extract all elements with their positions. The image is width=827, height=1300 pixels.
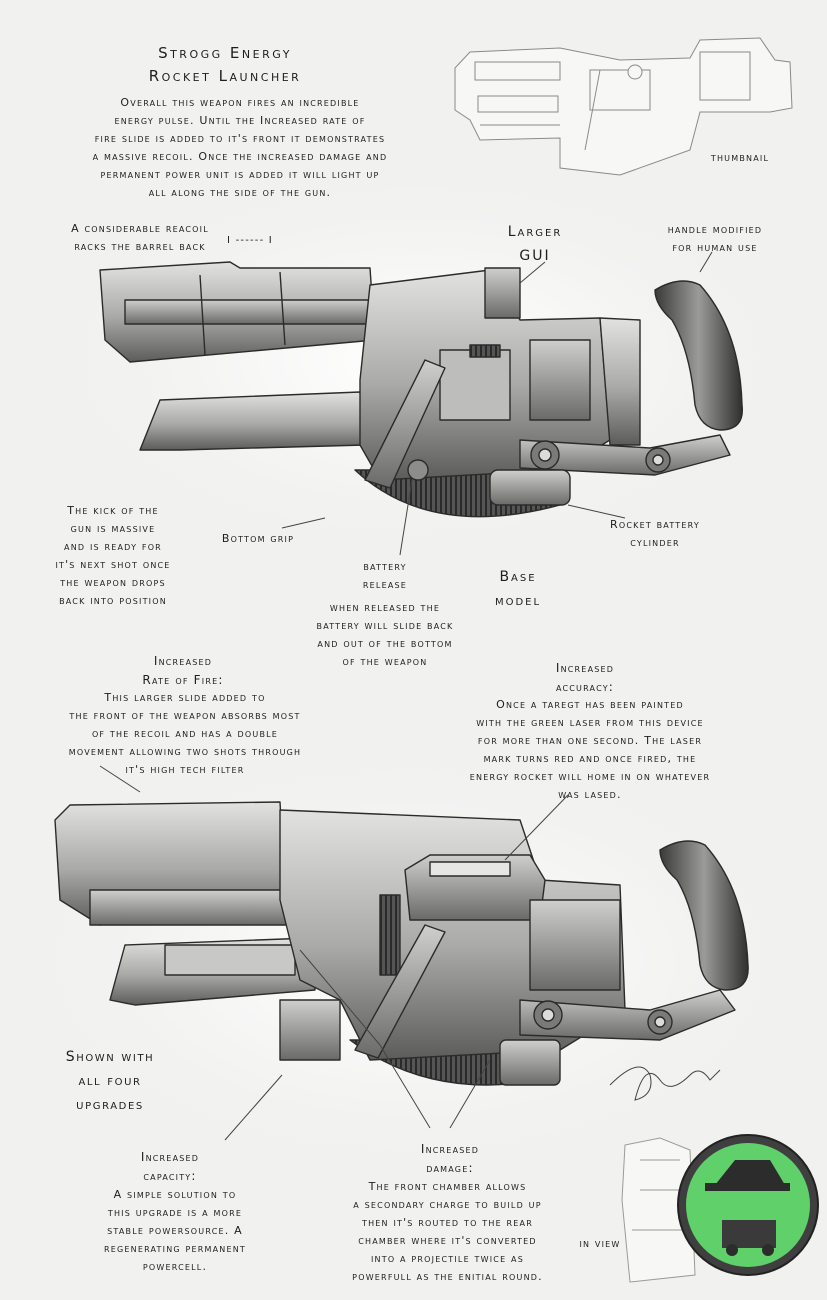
- battery-release-label: battery release: [362, 560, 408, 591]
- capacity-body: A simple solution to this upgrade is a m…: [103, 1188, 247, 1273]
- in-view-sketch: [621, 1137, 696, 1283]
- handle-note: handle modified for human use: [667, 223, 763, 254]
- thumbnail-label: thumbnail: [710, 151, 770, 164]
- leader-lines: [99, 251, 713, 1141]
- rocket-battery-label: Rocket battery cylinder: [610, 518, 700, 549]
- larger-gui-label: Larger GUI: [507, 224, 563, 264]
- upgraded-weapon: [54, 801, 749, 1086]
- shown-with-upgrades-label: Shown with all four upgrades: [65, 1049, 155, 1113]
- badge-logo: [677, 1134, 819, 1276]
- artist-signature: [609, 1066, 721, 1101]
- accuracy-body: Once a taregt has been painted with the …: [469, 698, 711, 801]
- title-line-1: Strogg Energy: [158, 44, 292, 62]
- battery-note: when released the battery will slide bac…: [316, 601, 454, 668]
- title-line-2: Rocket Launcher: [148, 67, 302, 85]
- capacity-heading: Increased capacity:: [140, 1150, 200, 1183]
- kick-note: The kick of the gun is massive and is re…: [55, 504, 171, 607]
- rate-of-fire-heading: Increased Rate of Fire:: [142, 654, 224, 687]
- base-model-weapon: [99, 261, 744, 518]
- bottom-grip-label: Bottom grip: [221, 532, 295, 545]
- damage-heading: Increased damage:: [420, 1142, 480, 1175]
- in-view-label: in view: [579, 1237, 621, 1250]
- accuracy-heading: Increased accuracy:: [555, 661, 615, 694]
- recoil-marker: I ------ I: [227, 235, 273, 246]
- damage-body: The front chamber allows a secondary cha…: [352, 1180, 543, 1283]
- rate-of-fire-body: This larger slide added to the front of …: [68, 691, 302, 776]
- thumbnail-sketch: [454, 37, 793, 176]
- recoil-note: A considerable reacoil racks the barrel …: [71, 222, 209, 253]
- base-model-label: Base model: [494, 569, 542, 609]
- intro-description: Overall this weapon fires an incredible …: [92, 96, 388, 199]
